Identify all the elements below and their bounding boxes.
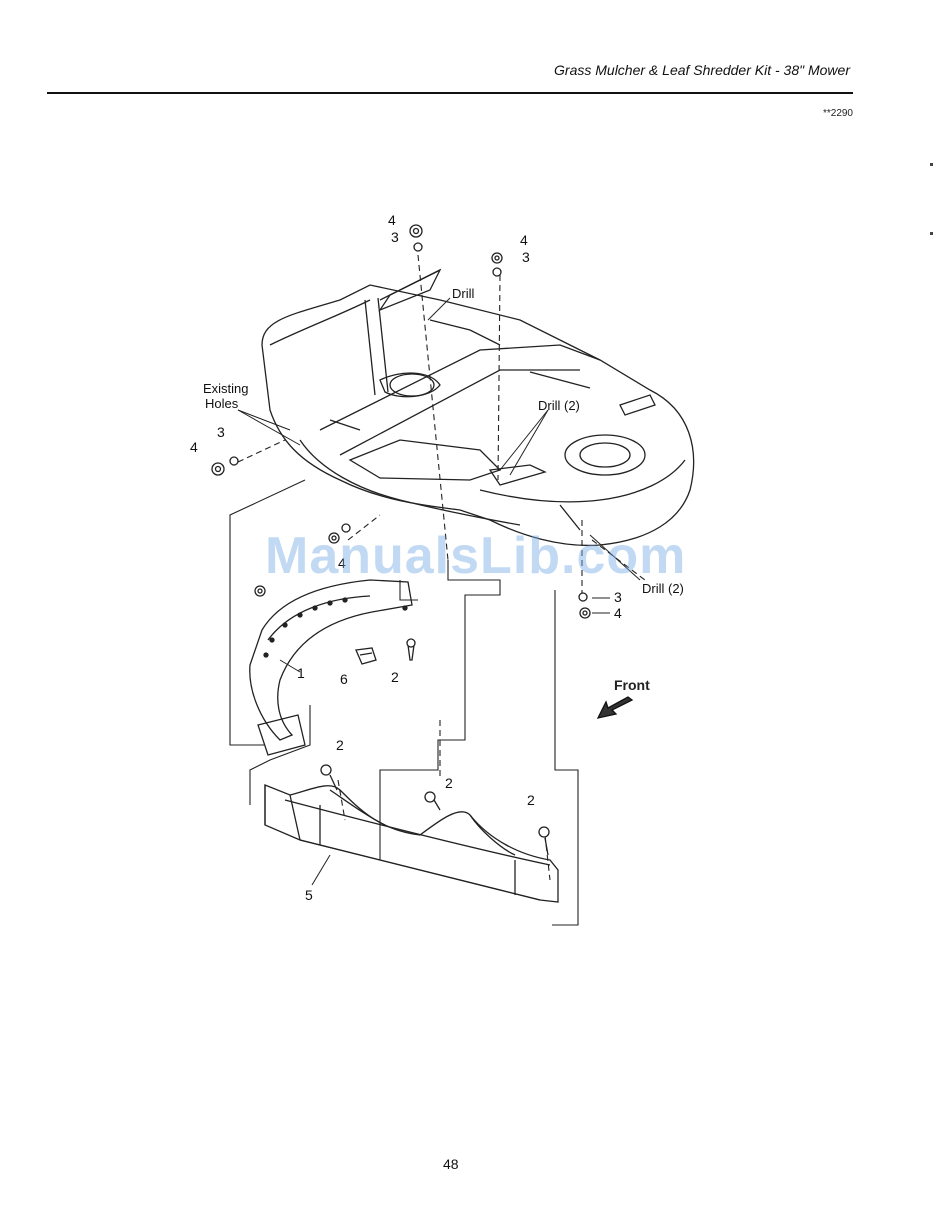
- callout-4-top-left: 4: [388, 213, 396, 227]
- callout-5: 5: [305, 888, 313, 902]
- front-shield: [265, 785, 558, 902]
- callout-2-lower-mid: 2: [445, 776, 453, 790]
- drill-2-label-center: Drill (2): [538, 399, 580, 412]
- mower-deck: [262, 270, 694, 545]
- mulcher-baffle: [250, 580, 412, 755]
- callout-3-left: 3: [217, 425, 225, 439]
- hardware-bolts: [321, 639, 549, 855]
- callout-1: 1: [297, 666, 305, 680]
- callout-3-top-left: 3: [391, 230, 399, 244]
- hardware-clip: [356, 648, 376, 664]
- callout-4-top-right: 4: [520, 233, 528, 247]
- existing-holes-label-line2: Holes: [205, 397, 238, 410]
- scan-mark: [930, 163, 933, 166]
- callout-6: 6: [340, 672, 348, 686]
- drill-label-top: Drill: [452, 287, 474, 300]
- callout-3-top-right: 3: [522, 250, 530, 264]
- existing-holes-label: Existing: [203, 382, 249, 395]
- front-label: Front: [614, 678, 650, 692]
- callout-2-bracket: 2: [391, 670, 399, 684]
- callout-2-lower-right: 2: [527, 793, 535, 807]
- callout-4-left: 4: [190, 440, 198, 454]
- watermark: ManualsLib.com: [265, 530, 686, 582]
- front-direction-arrow: [598, 697, 632, 718]
- scan-mark: [930, 232, 933, 235]
- callout-3-right: 3: [614, 590, 622, 604]
- callout-2-lower-left: 2: [336, 738, 344, 752]
- page-number: 48: [443, 1156, 459, 1172]
- callout-4-right: 4: [614, 606, 622, 620]
